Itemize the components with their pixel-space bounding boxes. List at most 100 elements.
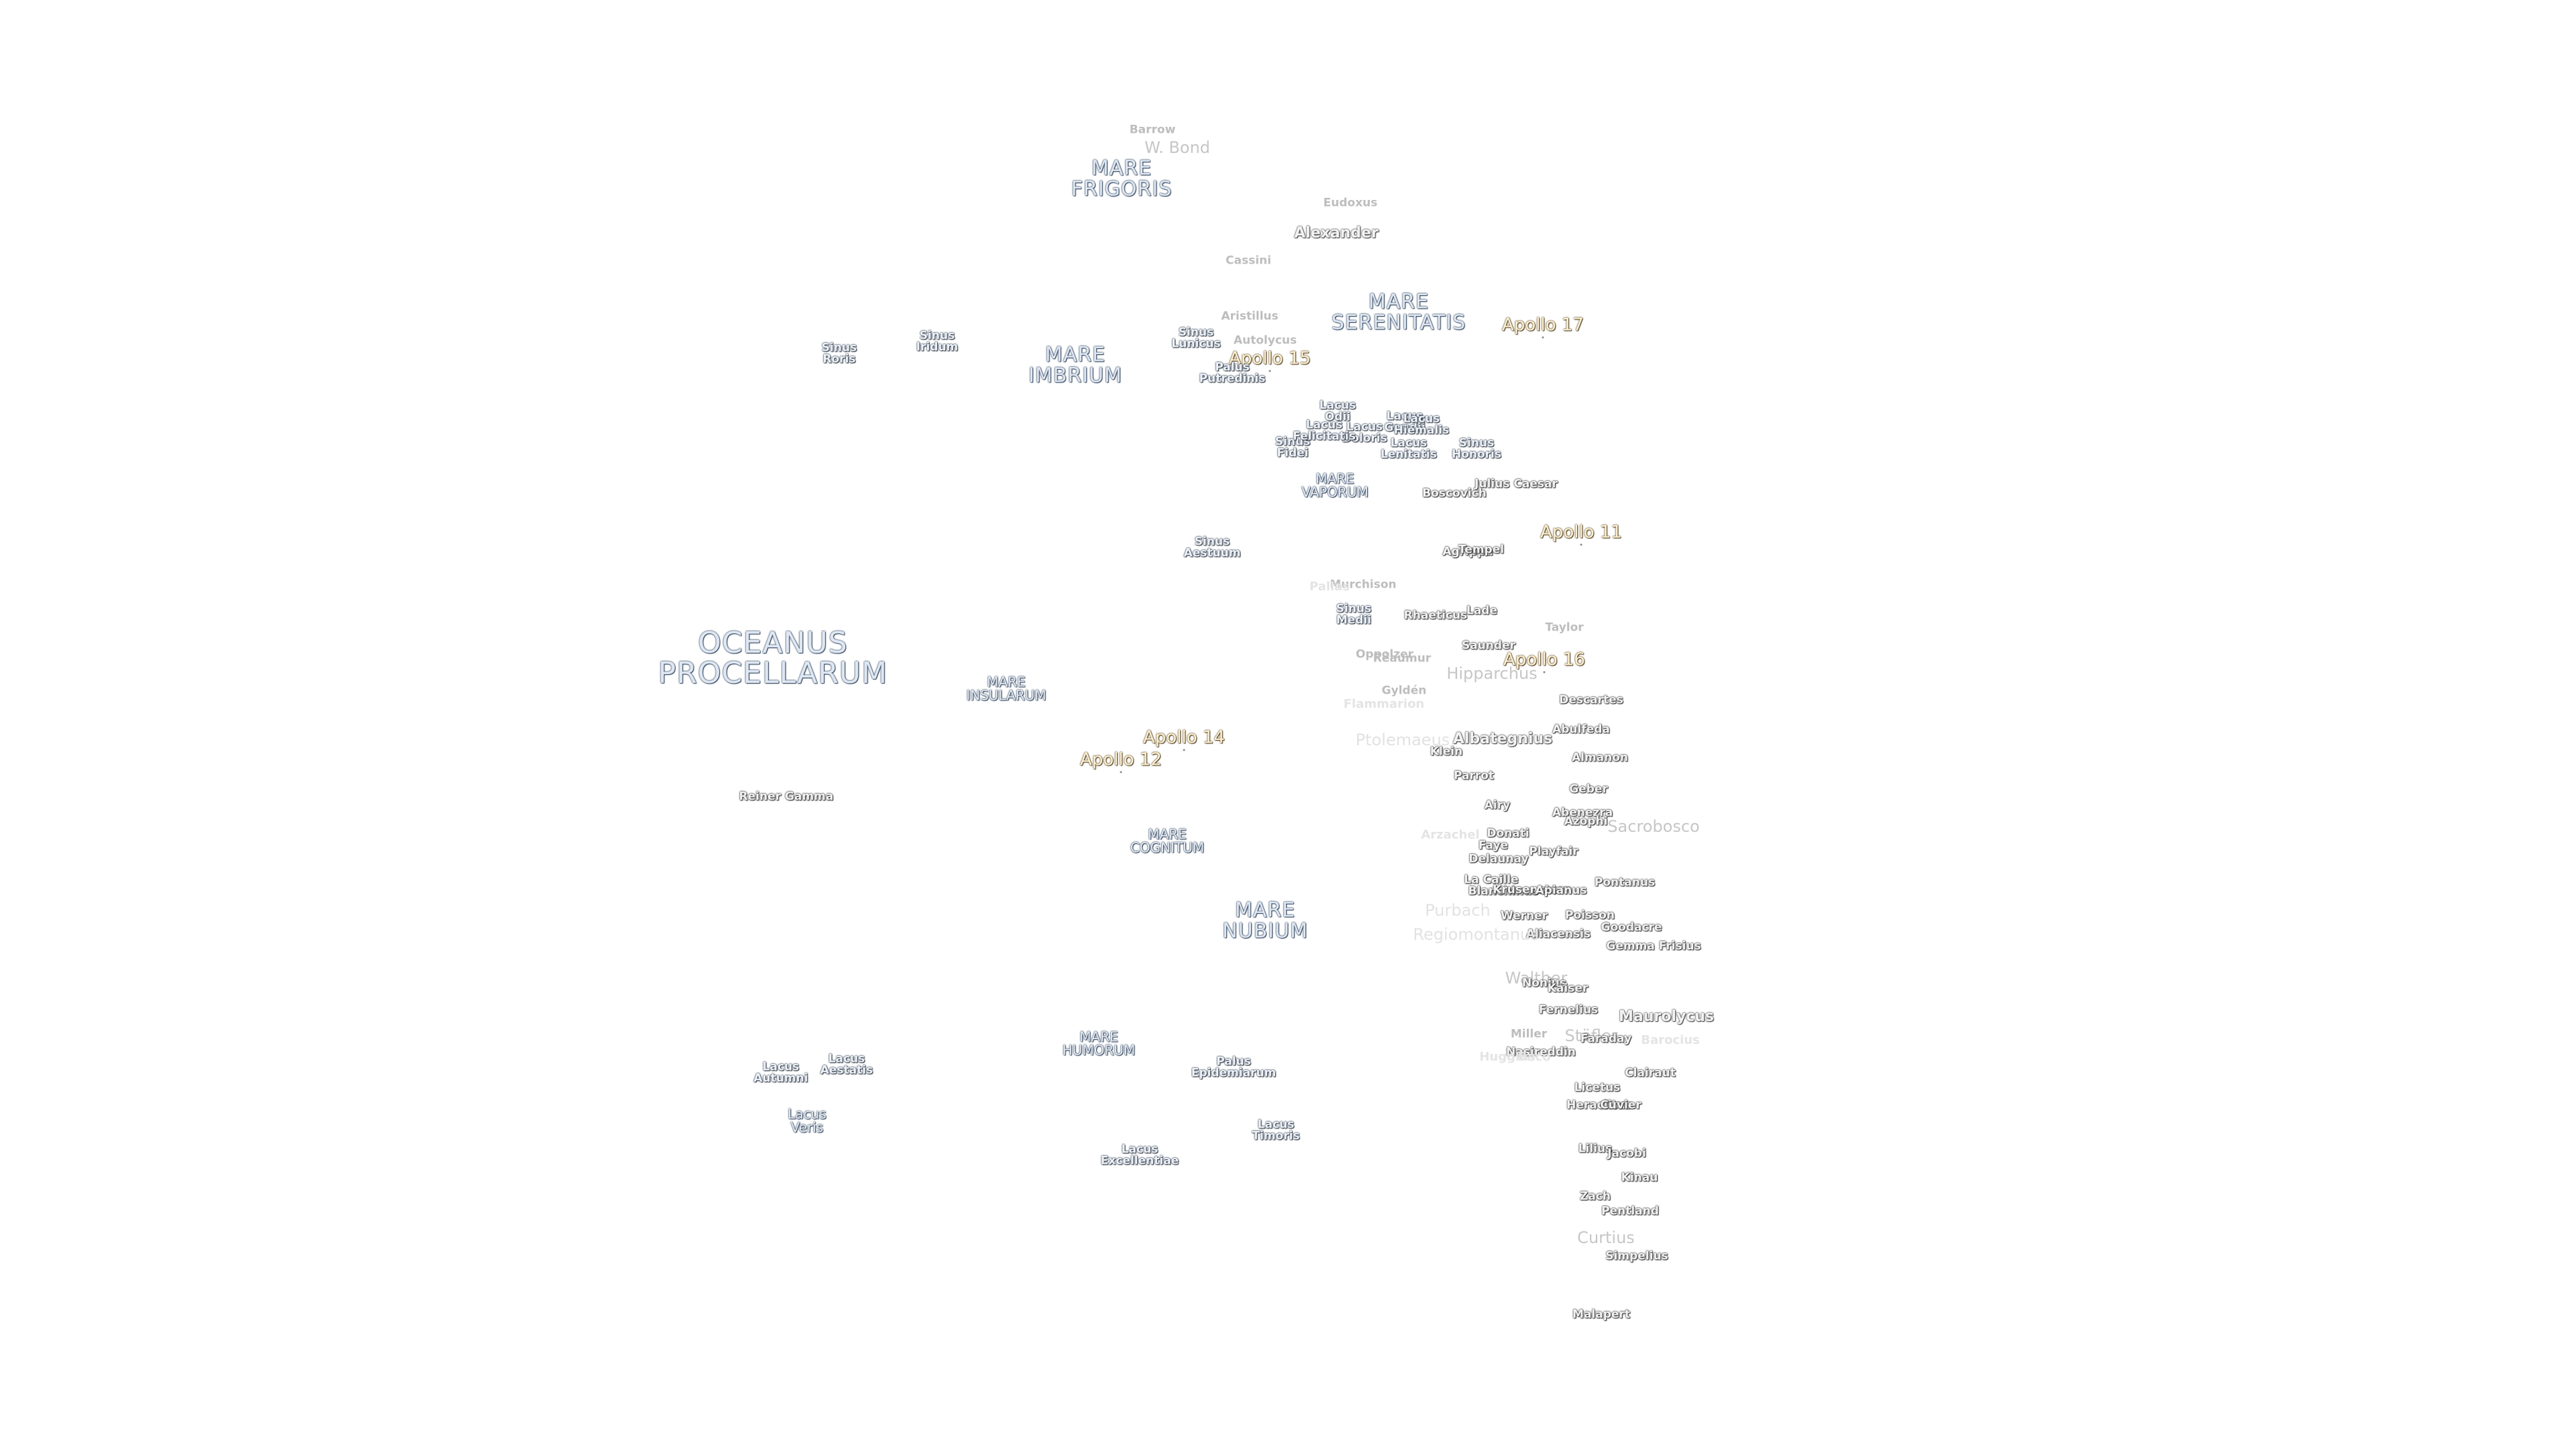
map-label-kaiser: Kaiser [1547, 981, 1589, 996]
map-label-w-bond: W. Bond [1144, 138, 1210, 157]
map-label-oceanus-procellarum: OCEANUS PROCELLARUM [657, 626, 888, 690]
landing-site-apollo-17: Apollo 17 [1502, 315, 1584, 335]
map-label-mare-frigoris: MARE FRIGORIS [1071, 156, 1173, 201]
map-label-lacus-gaudii: Lacus Gaudii [1384, 409, 1426, 435]
map-label-almanon: Almanon [1571, 751, 1629, 765]
map-label-lacus-odii: Lacus Odii [1319, 398, 1356, 424]
map-label-maurolycus: Maurolycus [1618, 1008, 1715, 1025]
map-label-descartes: Descartes [1559, 693, 1623, 707]
map-label-lacus-lenitatis: Lacus Lenitatis [1381, 436, 1437, 462]
map-label-geber: Geber [1569, 782, 1608, 796]
map-label-lilius: Lilius [1578, 1142, 1613, 1156]
map-label-murchison: Murchison [1330, 578, 1397, 592]
landing-site-apollo-16: Apollo 16 [1503, 649, 1585, 670]
map-label-purbach: Purbach [1425, 900, 1491, 920]
map-label-klein: Klein [1430, 745, 1463, 759]
map-label-sinus-aestuum: Sinus Aestuum [1183, 535, 1241, 560]
map-label-lacus-timoris: Lacus Timoris [1252, 1118, 1300, 1143]
landing-site-apollo-15: Apollo 15 [1229, 348, 1311, 369]
map-label-sinus-fidei: Sinus Fidei [1275, 435, 1311, 460]
map-label-clairaut: Clairaut [1625, 1066, 1676, 1080]
map-label-regiomontanus: Regiomontanus [1413, 924, 1539, 944]
map-label-lade: Lade [1466, 604, 1498, 618]
map-label-kinau: Kinau [1621, 1171, 1658, 1185]
map-label-arzachel: Arzachel [1421, 827, 1480, 842]
map-label-boscovich: Boscovich [1422, 486, 1487, 500]
map-label-walther: Walther [1505, 968, 1568, 987]
map-label-lacus-doloris: Lacus Doloris [1342, 420, 1387, 445]
map-label-pallas: Pallas [1309, 579, 1350, 594]
map-label-aristillus: Aristillus [1221, 309, 1279, 323]
map-label-parrot: Parrot [1453, 769, 1495, 783]
map-label-taylor: Taylor [1545, 621, 1584, 635]
map-label-mare-nubium: MARE NUBIUM [1222, 898, 1308, 943]
map-label-alexander: Alexander [1294, 224, 1379, 241]
landing-site-marker [1120, 771, 1122, 773]
map-label-goodacre: Goodacre [1601, 920, 1662, 934]
map-label-licetus: Licetus [1574, 1081, 1621, 1095]
map-label-albategnius: Albategnius [1452, 730, 1553, 747]
map-label-barocius: Barocius [1641, 1032, 1700, 1047]
map-label-palus-putredinis: Palus Putredinis [1199, 360, 1266, 386]
map-label-huggins: Huggins [1479, 1049, 1536, 1064]
map-label-lacus-aestatis: Lacus Aestatis [820, 1052, 873, 1077]
map-label-rhaeticus: Rhaeticus [1403, 608, 1468, 623]
map-label-sinus-honoris: Sinus Honoris [1451, 436, 1502, 462]
map-label-gemma-frisius: Gemma Frisius [1606, 939, 1701, 953]
map-label-jacobi: Jacobi [1607, 1146, 1646, 1161]
map-label-lacus-hiemalis: Lacus Hiemalis [1393, 412, 1450, 437]
map-label-airy: Airy [1484, 798, 1511, 812]
map-label-gylden: Gyldén [1381, 684, 1427, 698]
map-label-krusenstern: Krusenstern [1493, 883, 1572, 897]
map-label-mare-imbrium: MARE IMBRIUM [1028, 343, 1122, 387]
map-label-aliacensis: Aliacensis [1525, 927, 1591, 941]
map-label-mare-serenitatis: MARE SERENITATIS [1331, 290, 1466, 334]
map-label-lacus-excellentiae: Lacus Excellentiae [1100, 1142, 1179, 1168]
landing-site-marker [1269, 370, 1271, 372]
map-label-baco: Baco [1517, 1049, 1551, 1064]
map-label-abenezra: Abenezra [1552, 806, 1613, 820]
landing-site-apollo-11: Apollo 11 [1540, 522, 1622, 543]
map-label-la-caille: La Caille [1464, 873, 1519, 887]
map-label-donati: Donati [1487, 826, 1529, 841]
map-label-nasireddin: Nasireddin [1506, 1045, 1576, 1059]
map-label-delaunay: Delaunay [1468, 852, 1529, 866]
map-label-azophi: Azophi [1564, 814, 1608, 828]
map-label-eudoxus: Eudoxus [1323, 196, 1378, 210]
map-label-autolycus: Autolycus [1233, 333, 1297, 347]
map-label-cuvier: Cuvier [1600, 1098, 1642, 1112]
map-label-blanchinus: Blanchinus [1468, 884, 1539, 898]
map-label-sinus-lunicus: Sinus Lunicus [1171, 325, 1221, 351]
landing-site-marker [1183, 749, 1185, 751]
map-label-curtius: Curtius [1577, 1228, 1635, 1247]
map-label-ptolemaeus: Ptolemaeus [1355, 730, 1450, 749]
map-label-barrow: Barrow [1129, 123, 1176, 137]
map-label-tempel: Tempel [1458, 543, 1505, 557]
map-label-heraclitus: Heraclitus [1566, 1098, 1632, 1112]
map-label-saunder: Saunder [1461, 639, 1516, 653]
map-label-fernelius: Fernelius [1538, 1003, 1599, 1017]
map-label-werner: Werner [1500, 909, 1548, 923]
map-label-mare-vaporum: MARE VAPORUM [1301, 470, 1368, 500]
map-label-lacus-felicitatis: Lacus Felicitatis [1293, 418, 1356, 443]
map-label-simpelius: Simpelius [1605, 1249, 1668, 1263]
map-label-mare-humorum: MARE HUMORUM [1062, 1028, 1136, 1059]
map-label-agrippa: Agrippa [1442, 545, 1493, 559]
map-label-apianus: Apianus [1535, 883, 1587, 898]
map-label-lacus-autumni: Lacus Autumni [753, 1060, 808, 1085]
map-label-stofler: Stöfler [1564, 1026, 1618, 1045]
map-label-playfair: Playfair [1529, 845, 1578, 859]
landing-site-apollo-14: Apollo 14 [1143, 727, 1225, 748]
map-label-mare-insularum: MARE INSULARUM [966, 674, 1046, 704]
map-label-zach: Zach [1580, 1189, 1611, 1203]
landing-site-marker [1542, 336, 1544, 339]
map-label-mare-cognitum: MARE COGNITUM [1130, 826, 1205, 856]
map-label-palus-epidemiarum: Palus Epidemiarum [1191, 1055, 1277, 1080]
map-label-poisson: Poisson [1565, 908, 1615, 922]
map-label-hipparchus: Hipparchus [1446, 663, 1538, 683]
map-label-cassini: Cassini [1226, 254, 1271, 268]
map-label-nonius: Nonius [1521, 976, 1567, 990]
map-label-abulfeda: Abulfeda [1552, 722, 1610, 737]
landing-site-apollo-12: Apollo 12 [1080, 749, 1162, 770]
